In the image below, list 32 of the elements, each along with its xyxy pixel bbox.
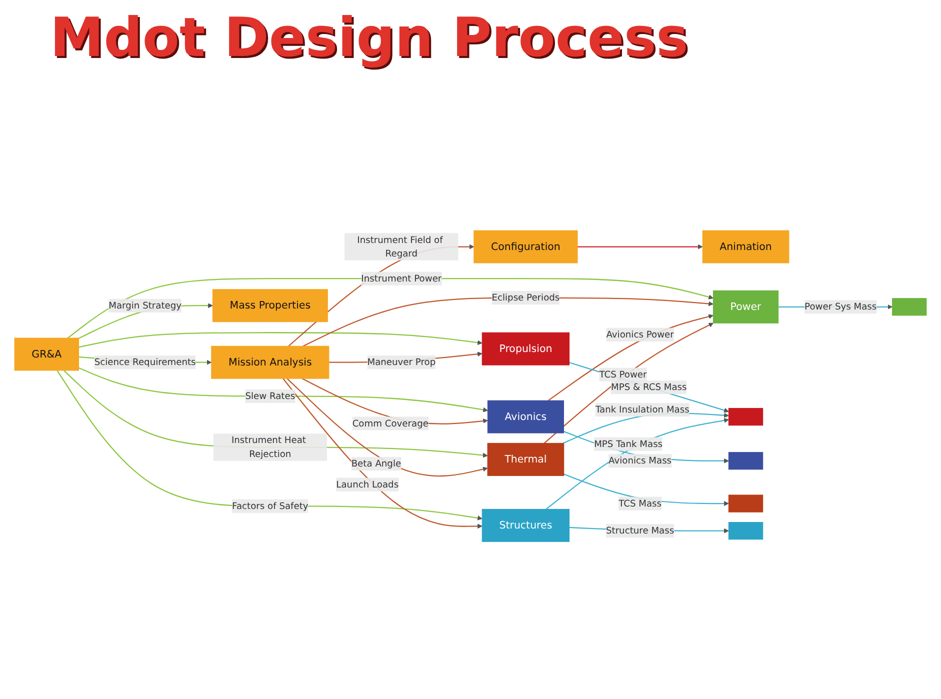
- edge-label: TCS Mass: [618, 496, 662, 510]
- process-box: Configuration: [474, 230, 578, 264]
- process-box: Power: [712, 290, 779, 324]
- process-box: Mass Properties: [212, 289, 328, 322]
- edge-label: Instrument Heat Rejection: [213, 433, 328, 461]
- edge-label: Beta Angle: [351, 456, 402, 470]
- edge-label: Tank Insulation Mass: [596, 402, 690, 417]
- edge-label: Avionics Mass: [608, 454, 672, 468]
- edge-label: Slew Rates: [245, 389, 296, 403]
- edge-label: Eclipse Periods: [492, 290, 560, 305]
- edge-label: Science Requirements: [94, 355, 196, 370]
- edge-label: Maneuver Prop: [367, 355, 436, 370]
- process-box: Avionics: [487, 400, 564, 434]
- process-box: Mission Analysis: [211, 346, 330, 379]
- edge-label: Instrument Field of Regard: [344, 233, 458, 260]
- edge-label: Power Sys Mass: [804, 300, 877, 314]
- process-box: Propulsion: [482, 332, 570, 366]
- edge-label: Margin Strategy: [108, 298, 182, 312]
- edge-label: Launch Loads: [336, 478, 399, 492]
- edge-label: Factors of Safety: [232, 499, 308, 513]
- edge-label: Comm Coverage: [352, 416, 428, 430]
- diagram-title: Mdot Design Process: [50, 6, 688, 69]
- edge-label: TCS Power: [599, 368, 647, 382]
- process-box: Animation: [702, 230, 790, 264]
- process-box: Structures: [482, 508, 570, 542]
- edge-label: Avionics Power: [606, 328, 674, 342]
- edge-label: Structure Mass: [606, 524, 674, 538]
- edge-label: MPS & RCS Mass: [611, 380, 687, 394]
- process-box: Thermal: [487, 442, 564, 476]
- edge-label: MPS Tank Mass: [594, 437, 663, 451]
- edge-label: Instrument Power: [361, 272, 442, 286]
- process-box: GR&A: [14, 338, 79, 371]
